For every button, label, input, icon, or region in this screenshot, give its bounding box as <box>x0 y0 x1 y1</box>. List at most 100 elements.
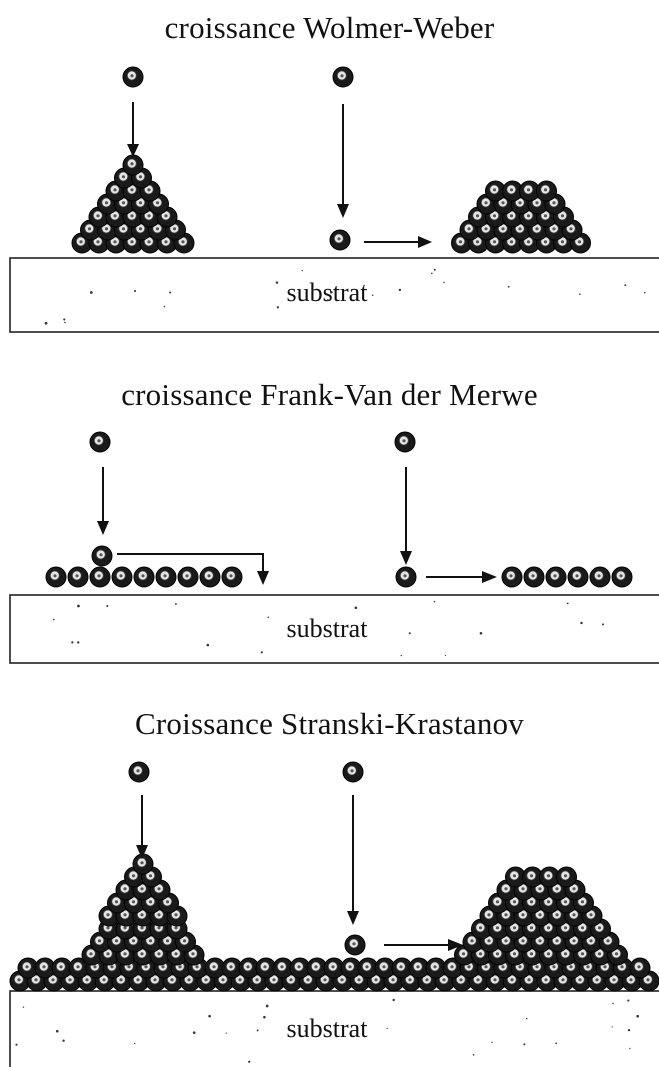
atom-sphere <box>89 566 111 588</box>
atom-sphere <box>91 545 113 567</box>
texture-speck <box>444 654 447 657</box>
texture-speck <box>398 288 402 292</box>
texture-speck <box>134 1042 136 1045</box>
texture-speck <box>89 291 93 294</box>
diagram-wolmer-weber: substrat <box>9 66 659 333</box>
title-wolmer-weber: croissance Wolmer-Weber <box>164 10 495 45</box>
texture-speck <box>225 1032 227 1034</box>
atom-sphere <box>155 566 177 588</box>
texture-speck <box>627 999 630 1002</box>
diffusion-arrow <box>117 553 264 575</box>
atom-group <box>71 66 591 254</box>
texture-speck <box>525 1017 528 1020</box>
atom-sphere <box>391 957 413 979</box>
atom-sphere <box>629 957 651 979</box>
atom-sphere <box>505 866 526 888</box>
texture-speck <box>636 1014 640 1018</box>
texture-speck <box>64 321 66 324</box>
atom-sphere <box>567 566 589 588</box>
down-arrowhead <box>127 144 139 157</box>
atom-sphere <box>536 180 557 202</box>
atom-sphere <box>177 566 199 588</box>
atom-sphere <box>221 957 243 979</box>
atom-sphere <box>128 761 150 783</box>
atom-sphere <box>289 957 311 979</box>
texture-speck <box>523 1043 526 1046</box>
panel-stranski-krastanov: substrat <box>0 755 659 1067</box>
texture-speck <box>644 291 646 294</box>
atom-sphere <box>132 853 154 875</box>
atom-sphere <box>34 957 56 979</box>
down-arrowhead <box>347 911 359 925</box>
atom-sphere <box>556 866 577 888</box>
texture-speck <box>330 290 333 294</box>
texture-speck <box>56 1029 59 1033</box>
atom-group <box>45 431 633 588</box>
texture-speck <box>169 291 172 294</box>
texture-speck <box>479 631 483 635</box>
atom-sphere <box>485 180 506 202</box>
atom-sphere <box>523 566 545 588</box>
diffusion-arrowhead <box>482 571 497 583</box>
texture-speck <box>256 1029 259 1032</box>
texture-speck <box>507 285 510 288</box>
atom-sphere <box>67 566 89 588</box>
atom-sphere <box>395 566 417 588</box>
texture-speck <box>301 269 303 272</box>
substrate <box>9 594 659 664</box>
atom-sphere <box>204 957 226 979</box>
texture-speck <box>304 1030 307 1033</box>
texture-speck <box>15 1043 18 1046</box>
atom-sphere <box>340 957 362 979</box>
texture-speck <box>22 1006 25 1008</box>
atom-sphere <box>425 957 447 979</box>
atom-sphere <box>539 866 560 888</box>
title-stranski-krastanov: Croissance Stranski-Krastanov <box>135 706 524 741</box>
atom-sphere <box>342 761 364 783</box>
atom-sphere <box>589 566 611 588</box>
texture-speck <box>580 621 583 625</box>
texture-speck <box>408 632 411 635</box>
atom-sphere <box>133 566 155 588</box>
down-arrowhead <box>97 521 109 535</box>
texture-speck <box>62 1039 65 1042</box>
atom-sphere <box>329 229 351 251</box>
panel-wolmer-weber: substrat <box>0 60 659 340</box>
atom-sphere <box>611 566 633 588</box>
texture-speck <box>71 641 74 644</box>
atom-sphere <box>122 66 144 88</box>
texture-speck <box>275 281 279 284</box>
texture-speck <box>433 600 436 603</box>
texture-speck <box>491 1041 493 1043</box>
arrow-group <box>97 467 497 585</box>
down-arrowhead <box>400 551 412 565</box>
atom-sphere <box>45 566 67 588</box>
diagram-frank-van-der-merwe: substrat <box>9 431 659 664</box>
texture-speck <box>134 289 137 293</box>
atom-sphere <box>199 566 221 588</box>
atom-sphere <box>357 957 379 979</box>
diagram-stranski-krastanov: substrat <box>9 761 659 1067</box>
texture-speck <box>472 1054 475 1056</box>
atom-sphere <box>272 957 294 979</box>
substrate <box>9 990 659 1067</box>
texture-speck <box>174 602 177 605</box>
substrate-label: substrat <box>287 1014 369 1043</box>
texture-speck <box>77 641 80 644</box>
atom-group <box>9 761 659 992</box>
down-arrowhead <box>136 845 148 859</box>
texture-speck <box>260 651 263 654</box>
atom-sphere <box>344 934 366 956</box>
diffusion-arrowhead <box>418 236 432 248</box>
atom-sphere <box>122 154 144 176</box>
atom-sphere <box>522 866 543 888</box>
texture-speck <box>555 1042 557 1045</box>
atom-sphere <box>442 957 464 979</box>
diffusion-arrowhead <box>257 571 269 585</box>
texture-speck <box>612 1002 614 1005</box>
texture-speck <box>163 305 166 308</box>
texture-speck <box>267 616 270 619</box>
texture-speck <box>327 299 329 301</box>
texture-speck <box>192 1031 196 1034</box>
texture-speck <box>400 654 402 657</box>
